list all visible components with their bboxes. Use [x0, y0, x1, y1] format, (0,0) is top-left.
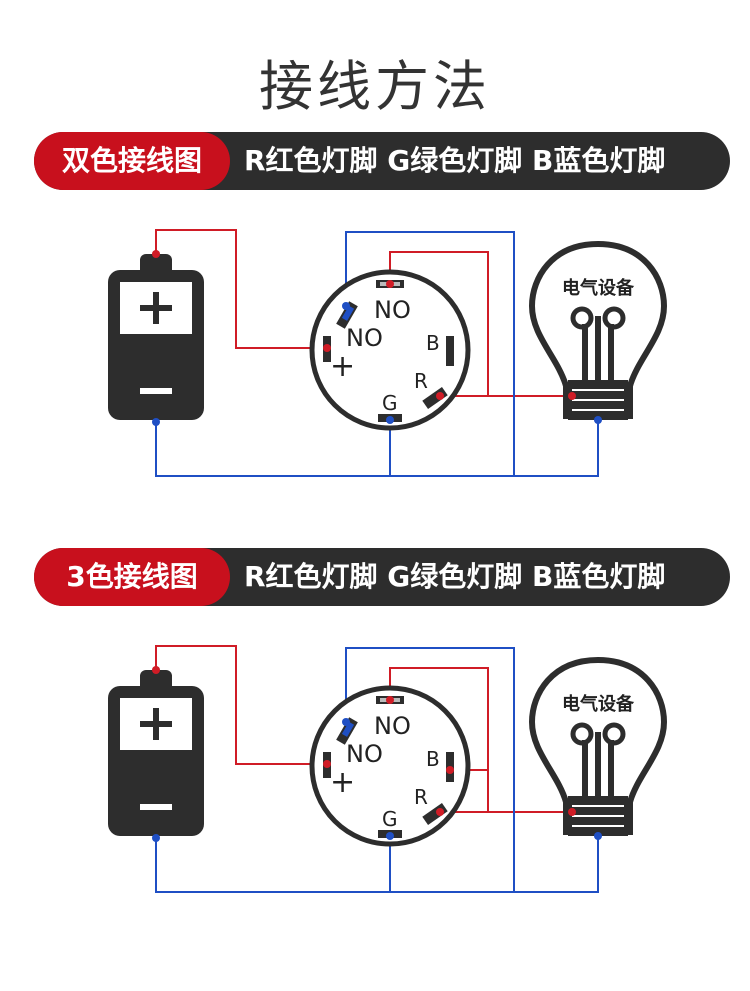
battery-minus-terminal [152, 834, 160, 842]
lightbulb-icon [528, 656, 668, 836]
wiring-banner-two-color: 双色接线图 R红色灯脚 G绿色灯脚 B蓝色灯脚 [34, 132, 730, 190]
label-no-top: NO [374, 712, 411, 740]
battery-plus-terminal [152, 666, 160, 674]
bulb-label: 电气设备 [562, 277, 635, 299]
label-b: B [426, 747, 440, 771]
bulb-red-terminal [568, 392, 576, 400]
blue-wire-battery-bottom [155, 836, 599, 893]
bulb-red-terminal [568, 808, 576, 816]
switch-r-pin [436, 808, 444, 816]
label-g: G [382, 807, 398, 831]
lightbulb-icon [528, 240, 668, 420]
blue-wire-battery-bottom [155, 420, 599, 477]
banner-badge: 3色接线图 [34, 548, 230, 606]
label-plus: + [330, 765, 355, 800]
banner-badge: 双色接线图 [34, 132, 230, 190]
label-no-top: NO [374, 296, 411, 324]
page-title: 接线方法 [259, 55, 491, 118]
switch-plus-pin [323, 760, 331, 768]
red-wire-no-to-bulb [389, 251, 572, 397]
banner-legend: R红色灯脚 G绿色灯脚 B蓝色灯脚 [244, 144, 666, 177]
switch-g-pin [386, 416, 394, 424]
battery-icon [108, 670, 204, 836]
switch-r-pin [436, 392, 444, 400]
wiring-banner-three-color: 3色接线图 R红色灯脚 G绿色灯脚 B蓝色灯脚 [34, 548, 730, 606]
bulb-blue-terminal [594, 416, 602, 424]
label-g: G [382, 391, 398, 415]
wiring-diagram-three-color: NO NO + B R G 电气设备 [108, 645, 668, 893]
switch-g-pin [386, 832, 394, 840]
red-wire-no-to-bulb [389, 667, 572, 813]
label-no-left: NO [346, 324, 383, 352]
switch-no-top-pin [386, 280, 394, 288]
banner-legend: R红色灯脚 G绿色灯脚 B蓝色灯脚 [244, 560, 666, 593]
label-r: R [414, 785, 428, 809]
label-no-left: NO [346, 740, 383, 768]
label-b: B [426, 331, 440, 355]
switch-plus-pin [323, 344, 331, 352]
switch-b-pin [446, 766, 454, 774]
bulb-blue-terminal [594, 832, 602, 840]
battery-icon [108, 254, 204, 420]
wiring-diagram-two-color: NO NO + B R G 电气设备 [108, 229, 668, 477]
switch-no-left-pin [342, 302, 350, 310]
wires [155, 645, 599, 893]
switch-no-left-pin [342, 718, 350, 726]
red-wire-battery-to-switch [155, 229, 327, 349]
label-plus: + [330, 349, 355, 384]
red-wire-battery-to-switch [155, 645, 327, 765]
battery-minus-terminal [152, 418, 160, 426]
switch-no-top-pin [386, 696, 394, 704]
bulb-label: 电气设备 [562, 693, 635, 715]
battery-plus-terminal [152, 250, 160, 258]
label-r: R [414, 369, 428, 393]
